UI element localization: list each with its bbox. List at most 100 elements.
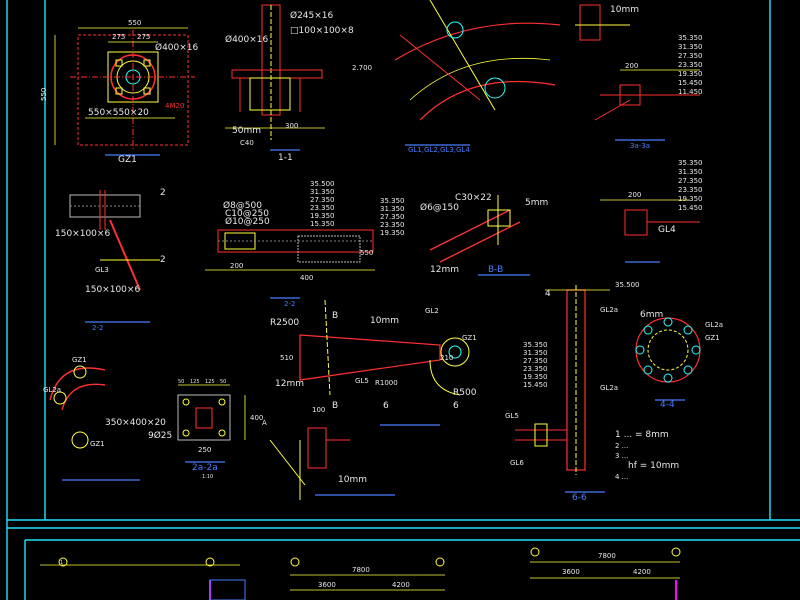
mid-elev-2: 27.350 (380, 213, 405, 221)
curve-label: 350×400×20 (105, 418, 166, 428)
curved-beam-detail (49, 365, 140, 481)
col-elev-top: 35.500 (615, 281, 640, 289)
col-elev-0: 35.350 (523, 341, 548, 349)
strip-right-dim-0: 7800 (598, 552, 616, 560)
gz1-caption: GZ1 (118, 155, 137, 165)
sec11-caption: 1-1 (278, 153, 293, 163)
corner-elev-5: 15.450 (678, 79, 703, 87)
arch-gl-2: GZ1 (462, 334, 477, 342)
slab-dim-2: 550 (360, 249, 373, 257)
column-6-6-detail (515, 285, 610, 493)
gz1-bolt-label: 4M20 (165, 102, 184, 110)
arch-r3: R500 (453, 388, 477, 398)
col-elev-2: 27.350 (523, 357, 548, 365)
mid-elev-3: 23.350 (380, 221, 405, 229)
pipe-label: A (262, 419, 267, 427)
col-gl-2: GL6 (510, 459, 524, 467)
pipe-detail (269, 427, 395, 500)
note-1: 1 ... = 8mm (615, 430, 669, 440)
beam-label-1: C30×22 (455, 193, 492, 203)
mid-elev-0: 35.350 (380, 197, 405, 205)
col-elev-1: 31.350 (523, 349, 548, 357)
sec22-gl: GL3 (95, 266, 109, 274)
plate-bottom: 250 (198, 446, 211, 454)
slab-elev-2: 27.350 (310, 196, 335, 204)
beam-detail (429, 195, 530, 276)
corner-elev-2: 27.350 (678, 52, 703, 60)
beam-label-2: Ø6@150 (420, 202, 459, 213)
pipe-dim-2: 10mm (338, 475, 367, 485)
col-num: 4 (545, 289, 551, 299)
col-caption: 6-6 (572, 493, 587, 503)
sec11-grout: 50mm (232, 126, 261, 136)
slab-dim-0: 200 (230, 262, 243, 270)
gl4-elev-5: 15.450 (678, 204, 703, 212)
arch-num-2: 6 (453, 401, 459, 411)
sec11-elev: 2.700 (352, 64, 372, 72)
sec11-col: Ø400×16 (225, 34, 269, 45)
ring-caption: 4-4 (660, 400, 675, 410)
section-1-1 (225, 4, 325, 151)
col-gl-3: GL2a (600, 384, 618, 392)
ring-dim: 6mm (640, 310, 663, 320)
slab-section (205, 229, 375, 299)
gz1-dim-a: 275 (112, 33, 125, 41)
curve-gz-2: GZ1 (90, 440, 105, 448)
plate-scale: 1:10 (202, 474, 213, 480)
corner-dim: 200 (625, 62, 638, 70)
slab-rebar-2: C10@250 (225, 209, 269, 219)
col-gl-0: GL2a (600, 306, 618, 314)
slab-caption: 2-2 (284, 300, 295, 308)
plate-2a-detail (177, 384, 246, 463)
arch-r1: R2500 (270, 318, 299, 328)
plate-dim-3: 50 (220, 379, 226, 385)
plate-side: 400 (250, 414, 263, 422)
col-elev-5: 15.450 (523, 381, 548, 389)
sec11-concrete: C40 (240, 139, 254, 147)
gz1-plan-view (54, 27, 195, 156)
note-2: 2 ... (615, 442, 628, 450)
curve-gl: GL2a (43, 386, 61, 394)
strip-mid-dim-1: 3600 (318, 581, 336, 589)
gl4-elev-3: 23.350 (678, 186, 703, 194)
arch-dim-1: 210 (440, 354, 453, 362)
gl4-detail (600, 199, 700, 263)
arch-r2: R1000 (375, 379, 398, 387)
bottom-strip (40, 547, 681, 600)
corner-elev-0: 35.350 (678, 34, 703, 42)
gz1-pipe-label: Ø400×16 (155, 42, 199, 53)
slab-elev-1: 31.350 (310, 188, 335, 196)
arch-dim-3: 12mm (275, 379, 304, 389)
arch-gl-0: GL2 (425, 307, 439, 315)
beam-caption: B-B (488, 265, 503, 275)
gl4-elev-4: 19.350 (678, 195, 703, 203)
corner-note: 10mm (610, 5, 639, 15)
gl4-elev-0: 35.350 (678, 159, 703, 167)
arch-num-1: 6 (383, 401, 389, 411)
strip-mid-dim-0: 7800 (352, 566, 370, 574)
sec11-dim: 300 (285, 122, 298, 130)
slab-rebar-1: Ø8@500 (223, 200, 262, 211)
gl4-elev-2: 27.350 (678, 177, 703, 185)
col-gl-1: GL5 (505, 412, 519, 420)
gz1-plate-label: 550×550×20 (88, 108, 149, 118)
strip-mid-dim-2: 4200 (392, 581, 410, 589)
roof-plan-detail (394, 0, 561, 146)
note-4: 4 ... (615, 473, 628, 481)
sec22-label-top: 150×100×6 (55, 229, 110, 239)
corner-detail (575, 4, 700, 141)
sec22-caption: 2-2 (92, 324, 103, 332)
slab-elev-3: 23.350 (310, 204, 335, 212)
sec22-num-bottom: 2 (160, 255, 166, 265)
strip-right-dim-1: 3600 (562, 568, 580, 576)
beam-dim: 5mm (525, 198, 548, 208)
sec11-pipe: Ø245×16 (290, 10, 334, 21)
plate-dim-2: 125 (205, 379, 215, 385)
corner-elev-4: 19.350 (678, 70, 703, 78)
plate-bolt: 9Ø25 (148, 430, 172, 441)
arch-dim-2: 10mm (370, 316, 399, 326)
gz1-dim-side: 550 (40, 88, 48, 101)
strip-left-dim: 1 (60, 560, 63, 566)
plate-dim-1: 125 (190, 379, 200, 385)
